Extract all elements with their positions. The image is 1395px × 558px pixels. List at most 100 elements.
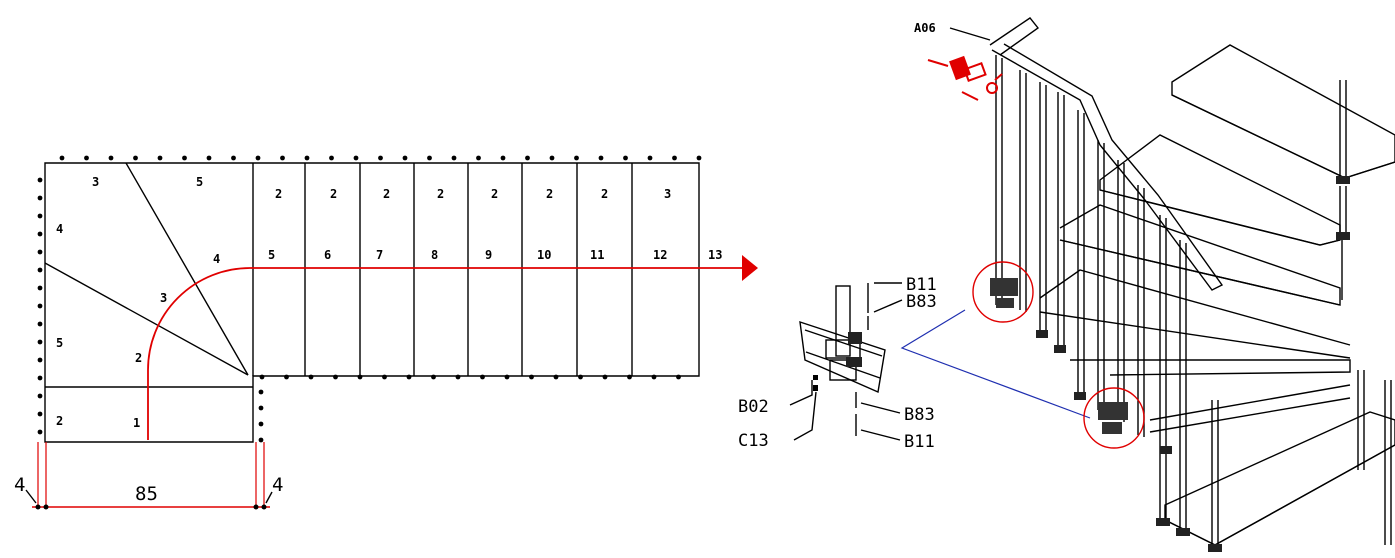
edge-mark: [37, 195, 43, 201]
left-step-2: 5: [56, 336, 63, 350]
dimension-left: 4: [14, 474, 25, 496]
connector-hardware: [990, 278, 1128, 434]
edge-mark: [37, 231, 43, 237]
edge-mark: [304, 155, 310, 161]
balusters: [995, 55, 1392, 548]
edge-mark: [258, 389, 264, 395]
edge-mark: [255, 155, 261, 161]
top-step-9: 2: [601, 187, 608, 201]
plan-outline: [44, 162, 700, 443]
label-b83-top: B83: [906, 292, 937, 312]
top-step-3: 2: [275, 187, 282, 201]
edge-mark: [37, 393, 43, 399]
stair-plan-view: 3 5 2 2 2 2 2 2 2 3 4 5 2 1 2 3 4 5 6 7 …: [14, 155, 758, 510]
edge-mark: [451, 155, 457, 161]
top-step-8: 2: [546, 187, 553, 201]
a06-callout: A06: [914, 21, 1003, 101]
edge-mark: [37, 249, 43, 255]
edge-mark: [647, 155, 653, 161]
width-dimension: 85 4 4: [14, 442, 283, 510]
edge-mark: [602, 374, 608, 380]
edge-mark: [378, 155, 383, 161]
edge-mark: [578, 374, 583, 380]
edge-mark: [37, 267, 43, 273]
edge-mark: [59, 155, 65, 161]
highlight-connector-lower: [1083, 387, 1145, 449]
edge-mark: [280, 155, 285, 161]
edge-mark: [525, 155, 530, 161]
walk-number-9: 9: [485, 248, 492, 262]
edge-mark: [574, 155, 579, 161]
walk-number-12: 12: [653, 248, 667, 262]
plan-step-lines: [44, 162, 633, 388]
edge-mark: [37, 303, 43, 309]
label-b11-bottom: B11: [904, 432, 935, 452]
label-a06: A06: [914, 21, 936, 35]
walk-number-3: 3: [160, 291, 167, 305]
edge-mark: [37, 411, 43, 417]
edge-mark: [627, 374, 632, 380]
walk-sequence-numbers: 1 2 3 4 5 6 7 8 9 10 11 12 13: [133, 248, 722, 430]
edge-mark: [549, 155, 555, 161]
top-step-4: 2: [330, 187, 337, 201]
top-step-10: 3: [664, 187, 671, 201]
edge-mark: [182, 155, 187, 161]
edge-mark: [37, 213, 43, 219]
walk-arrow-head: [742, 255, 758, 281]
edge-mark: [37, 321, 43, 327]
edge-mark: [259, 374, 265, 380]
edge-mark: [37, 357, 43, 363]
walk-number-8: 8: [431, 248, 438, 262]
post-feet: [1036, 176, 1350, 552]
edge-mark: [504, 374, 510, 380]
edge-mark: [37, 375, 43, 381]
edge-mark: [676, 374, 681, 380]
walk-number-11: 11: [590, 248, 604, 262]
edge-mark: [231, 155, 236, 161]
walk-line: [147, 267, 742, 440]
left-step-1: 4: [56, 222, 63, 236]
walk-number-1: 1: [133, 416, 140, 430]
walk-number-5: 5: [268, 248, 275, 262]
edge-mark: [258, 421, 264, 427]
edge-mark: [157, 155, 163, 161]
left-step-values: 4 5 2: [56, 222, 63, 428]
walk-number-13: 13: [708, 248, 722, 262]
connector-detail: B11 B83 B02 C13 B83 B11: [738, 275, 1091, 452]
label-b11-top: B11: [906, 275, 937, 295]
label-b02: B02: [738, 397, 769, 417]
edge-mark: [406, 374, 412, 380]
top-step-2: 5: [196, 175, 203, 189]
plan-edge-marks: [37, 155, 702, 443]
edge-mark: [427, 155, 432, 161]
walk-number-7: 7: [376, 248, 383, 262]
edge-mark: [382, 374, 387, 380]
edge-mark: [37, 177, 43, 183]
edge-mark: [455, 374, 461, 380]
walk-number-10: 10: [537, 248, 551, 262]
edge-mark: [108, 155, 114, 161]
label-b83-bottom: B83: [904, 405, 935, 425]
walk-number-2: 2: [135, 351, 142, 365]
walk-number-6: 6: [324, 248, 331, 262]
edge-mark: [84, 155, 89, 161]
edge-mark: [623, 155, 628, 161]
edge-mark: [37, 285, 43, 291]
edge-mark: [258, 405, 264, 411]
edge-mark: [480, 374, 485, 380]
edge-mark: [553, 374, 559, 380]
stair-3d-view: A06: [914, 17, 1395, 552]
edge-mark: [598, 155, 604, 161]
edge-mark: [500, 155, 506, 161]
highlight-connector-upper: [972, 261, 1034, 323]
left-step-3: 2: [56, 414, 63, 428]
edge-mark: [529, 374, 534, 380]
edge-mark: [333, 374, 338, 380]
edge-mark: [357, 374, 363, 380]
top-step-1: 3: [92, 175, 99, 189]
top-step-values: 3 5 2 2 2 2 2 2 2 3: [92, 175, 671, 201]
edge-mark: [37, 429, 43, 435]
dimension-width: 85: [135, 483, 158, 505]
dimension-right: 4: [272, 474, 283, 496]
